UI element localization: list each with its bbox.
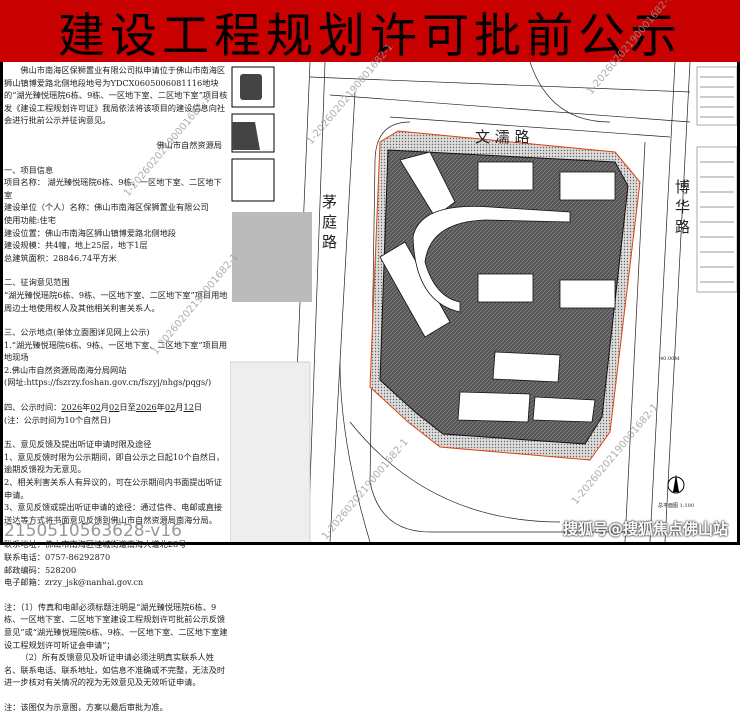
page-title: 建设工程规划许可批前公示: [58, 8, 682, 64]
s1-line: 建设位置：佛山市南海区狮山镇博爱路北侧地段: [4, 227, 176, 238]
scale-label: 总平面图 1:100: [658, 502, 694, 509]
road-label-west: 茅庭路: [322, 193, 337, 251]
end-month: 02: [164, 402, 176, 413]
end-day: 12: [183, 402, 194, 413]
section-3-title: 三、公示地点(单体立面图详见网上公示): [4, 327, 150, 338]
notes-block: [230, 212, 312, 542]
contact-phone: 联系电话：0757-86292870: [4, 552, 111, 562]
s5-line: 1、意见反馈时限为公示期间，即自公示之日起10个自然日，逾期反馈视为无意见。: [4, 451, 225, 475]
buildings: [379, 151, 616, 423]
note-2: （2）所有反馈意见及听证申请必须注明真实联系人姓名、联系电话、联系地址，如信息不…: [4, 652, 226, 688]
s3-line: 1.“湖光臻悦瑶院6栋、9栋、一区地下室、二区地下室”项目用地现场: [4, 339, 228, 363]
section-4-time: 四、公示时间：2026年02月02日至2026年02月12日: [4, 402, 203, 413]
s5-line: 3、意见反馈或提出听证申请的途径：通过信件、电邮或直接送达等方式将书面意见反馈到…: [4, 502, 223, 525]
s4-title: 四、公示时间：: [4, 402, 62, 413]
notice-text: 佛山市南海区保狮置业有限公司拟申请位于佛山市南海区狮山镇博爱路北侧地段地号为YD…: [4, 64, 228, 714]
intro: 佛山市南海区保狮置业有限公司拟申请位于佛山市南海区狮山镇博爱路北侧地段地号为YD…: [4, 65, 228, 126]
road-label-east: 博华路: [675, 178, 690, 236]
s3-line[interactable]: (网址:https://fszrzy.foshan.gov.cn/fszyj/n…: [4, 377, 212, 388]
section-1-title: 一、项目信息: [4, 164, 54, 175]
s1-line: 总建筑面积：28846.74平方米: [4, 252, 117, 263]
source-watermark: 搜狐号@搜狐焦点佛山站: [562, 520, 728, 538]
road-label-north: 文 濡 路: [475, 128, 530, 146]
signer: 佛山市自然资源局: [156, 139, 222, 150]
contact-email[interactable]: 电子邮箱：zrzy_jsk@nanhai.gov.cn: [4, 577, 144, 588]
s4-note: (注：公示时间为10个自然日): [4, 414, 111, 425]
section-5-title: 五、意见反馈及提出听证申请时限及途径: [4, 439, 152, 450]
legend-top: [696, 66, 737, 126]
north-arrow-icon: [667, 474, 685, 494]
note-1: 注：（1）传真和电邮必须标题注明是“湖光臻悦瑶院6栋、9栋、一区地下室、二区地下…: [4, 601, 228, 650]
end-year: 2026: [135, 402, 157, 413]
legend-small: [231, 158, 275, 202]
contact-postcode: 邮政编码：528200: [4, 564, 77, 575]
s1-line: 项目名称： 湖光臻悦瑶院6栋、9栋、一区地下室、二区地下室: [4, 177, 222, 200]
start-year: 2026: [61, 402, 83, 413]
section-2-title: 二、征询意见范围: [4, 277, 70, 288]
s5-line: 2、相关利害关系人有异议的，可在公示期间内书面提出听证申请。: [4, 477, 223, 500]
header-banner: 建设工程规划许可批前公示: [0, 0, 740, 64]
s1-line: 建设单位（个人）名称：佛山市南海区保狮置业有限公司: [4, 202, 209, 213]
document-code: 2150510563628-v16: [4, 521, 182, 541]
legend-main: [696, 146, 737, 293]
s1-line: 使用功能:住宅: [4, 214, 56, 225]
width-label: 40.00M: [660, 356, 679, 362]
contact-address: 联系地址：佛山市南海区桂城街道南海大道北28号: [4, 539, 187, 550]
s1-line: 建设规模：共4幢，地上25层，地下1层: [4, 240, 148, 251]
start-day: 02: [109, 402, 120, 413]
document-frame: [0, 62, 740, 545]
start-month: 02: [90, 402, 101, 413]
s3-line: 2.佛山市自然资源局南海分局网站: [4, 364, 127, 375]
site-plan: 文 濡 路 茅庭路 博华路 40.00M 总平面图 1:100: [230, 62, 737, 542]
note-3: 注：该图仅为示意图，方案以最后审批为准。: [4, 701, 168, 712]
s2-text: “湖光臻悦瑶院6栋、9栋、一区地下室、二区地下室”项目用地周边土地使用权人及其他…: [4, 289, 228, 313]
